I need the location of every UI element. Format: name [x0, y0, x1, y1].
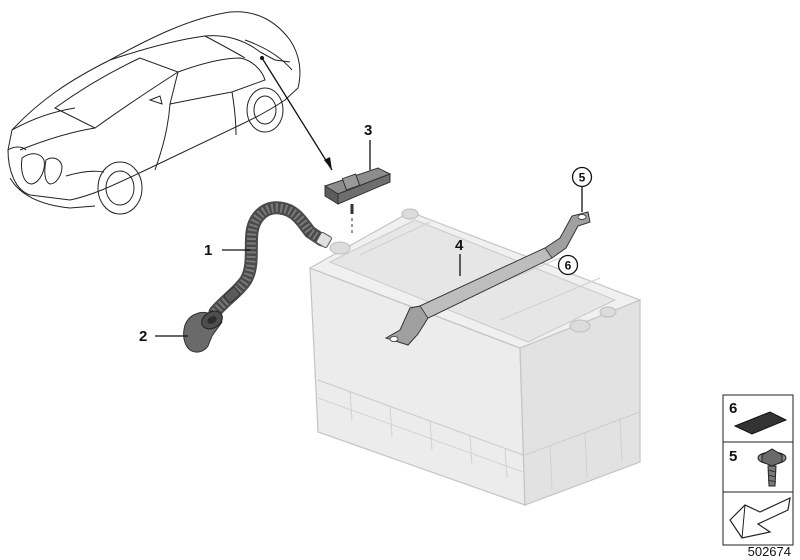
- arrow-symbol-icon: [729, 496, 791, 539]
- elbow-connector-part: [183, 310, 223, 353]
- callout-1: 1: [204, 242, 212, 259]
- hold-down-bracket-part: [384, 211, 591, 346]
- diagram-number: 502674: [748, 544, 791, 559]
- car-outline-illustration: [7, 11, 301, 215]
- callout-4: 4: [455, 237, 464, 254]
- legend-5-label: 5: [729, 448, 737, 465]
- legend-panel: 6 5: [722, 394, 794, 546]
- vent-hose-part: [208, 201, 332, 319]
- foam-pad-icon: [733, 411, 788, 435]
- callout-2: 2: [139, 328, 147, 345]
- car-location-arrowhead: [324, 157, 332, 170]
- battery-illustration: [308, 208, 642, 506]
- callout-5-circle: [571, 166, 593, 188]
- plug-connector-part: [323, 167, 392, 234]
- callout-5: 5: [579, 171, 586, 185]
- callout-6-circle: [557, 254, 579, 276]
- screw-icon: [757, 448, 787, 487]
- car-location-arrow: [261, 57, 333, 171]
- legend-6-label: 6: [729, 400, 737, 417]
- callout-6: 6: [565, 259, 572, 273]
- callout-3: 3: [364, 122, 372, 139]
